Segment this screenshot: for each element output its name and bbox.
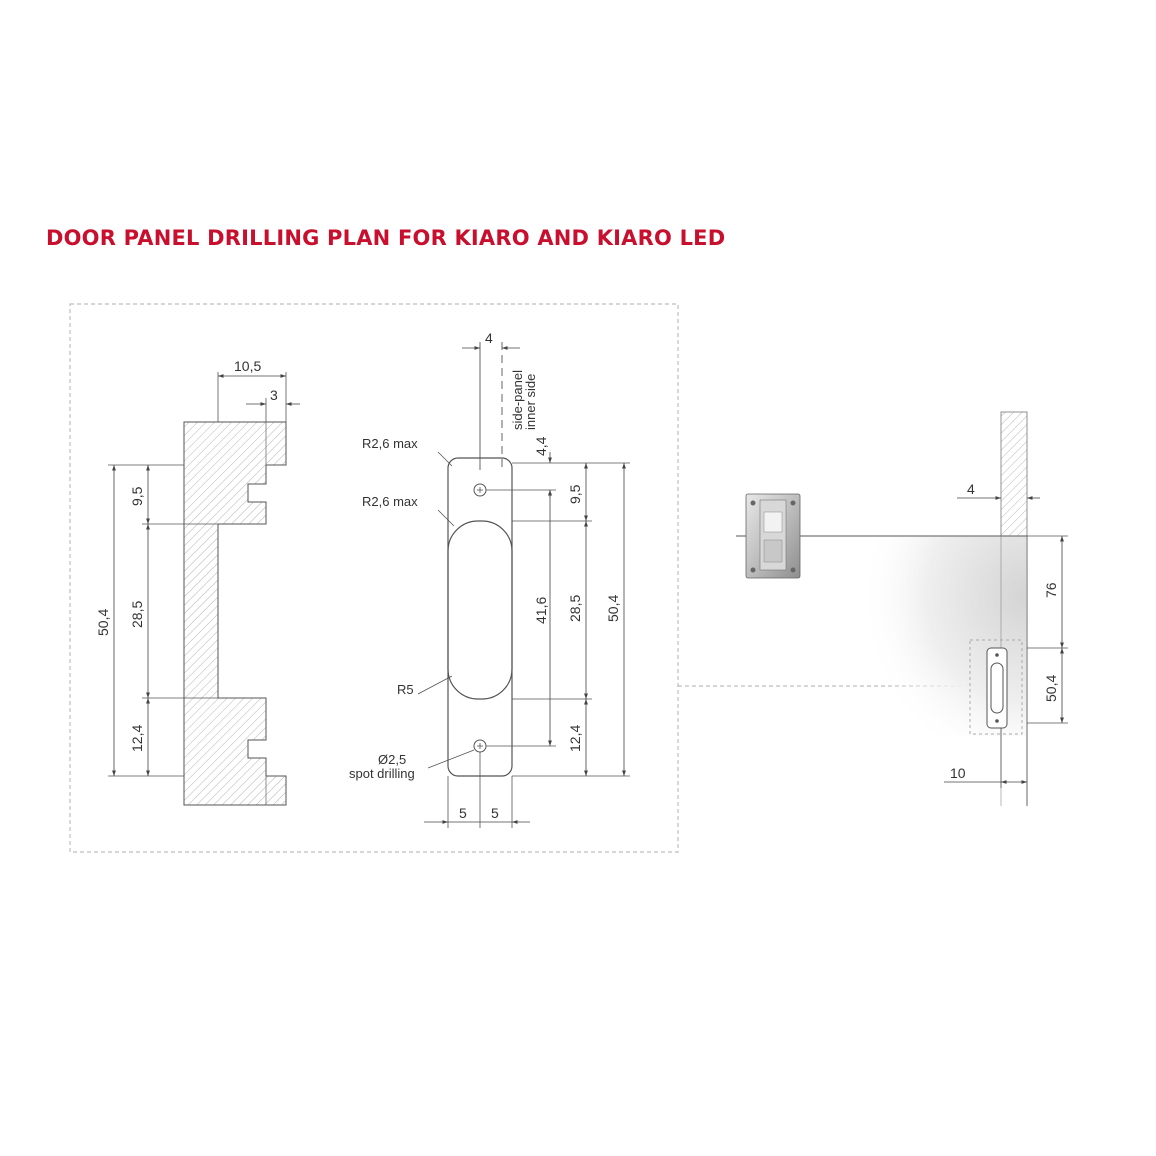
label-inner-side: inner side [523,374,538,430]
label-radius-bottom: R5 [397,682,414,697]
label-side-panel: side-panel [510,370,525,430]
dim-offset-side: 4 [485,330,493,346]
dim-half-right: 5 [491,805,499,821]
dim-middle: 28,5 [129,601,145,628]
plate-zone [969,639,1023,735]
dim-width-total: 10,5 [234,358,261,374]
plate-outline [447,457,513,777]
label-hole-diameter: Ø2,5 [378,752,406,767]
dim-front-bottom: 12,4 [567,725,583,752]
label-radius-top: R2,6 max [362,436,418,451]
section-view: 10,5 3 9,5 28,5 12,4 50,4 [95,358,300,806]
front-view: 4 side-panel inner side 4,4 41,6 9,5 28,… [349,330,630,828]
slot-outline [447,520,513,700]
dim-height-total: 50,4 [95,609,111,636]
dim-vertical-offset: 76 [1043,582,1059,598]
dim-front-height-total: 50,4 [605,595,621,622]
dim-bottom: 12,4 [129,725,145,752]
label-spot-drilling: spot drilling [349,766,415,781]
hinge-icon [745,493,801,579]
dim-hole-span: 41,6 [533,597,549,624]
dim-front-top: 9,5 [567,484,583,504]
dim-edge-offset: 4 [967,481,975,497]
installation-view: 4 76 50,4 10 [736,411,1068,806]
label-radius-slot: R2,6 max [362,494,418,509]
dim-plate-height: 50,4 [1043,675,1059,702]
section-top-block [183,421,287,806]
mini-plate [986,647,1008,729]
side-panel-wall [1000,411,1028,537]
drawing-frame [69,303,679,853]
dim-top: 9,5 [129,486,145,506]
dim-front-middle: 28,5 [567,595,583,622]
dim-width-groove: 3 [270,387,278,403]
dim-top-hole: 4,4 [533,436,549,456]
dim-half-left: 5 [459,805,467,821]
dim-horizontal-offset: 10 [950,765,966,781]
page-title: DOOR PANEL DRILLING PLAN FOR KIARO AND K… [46,226,726,250]
